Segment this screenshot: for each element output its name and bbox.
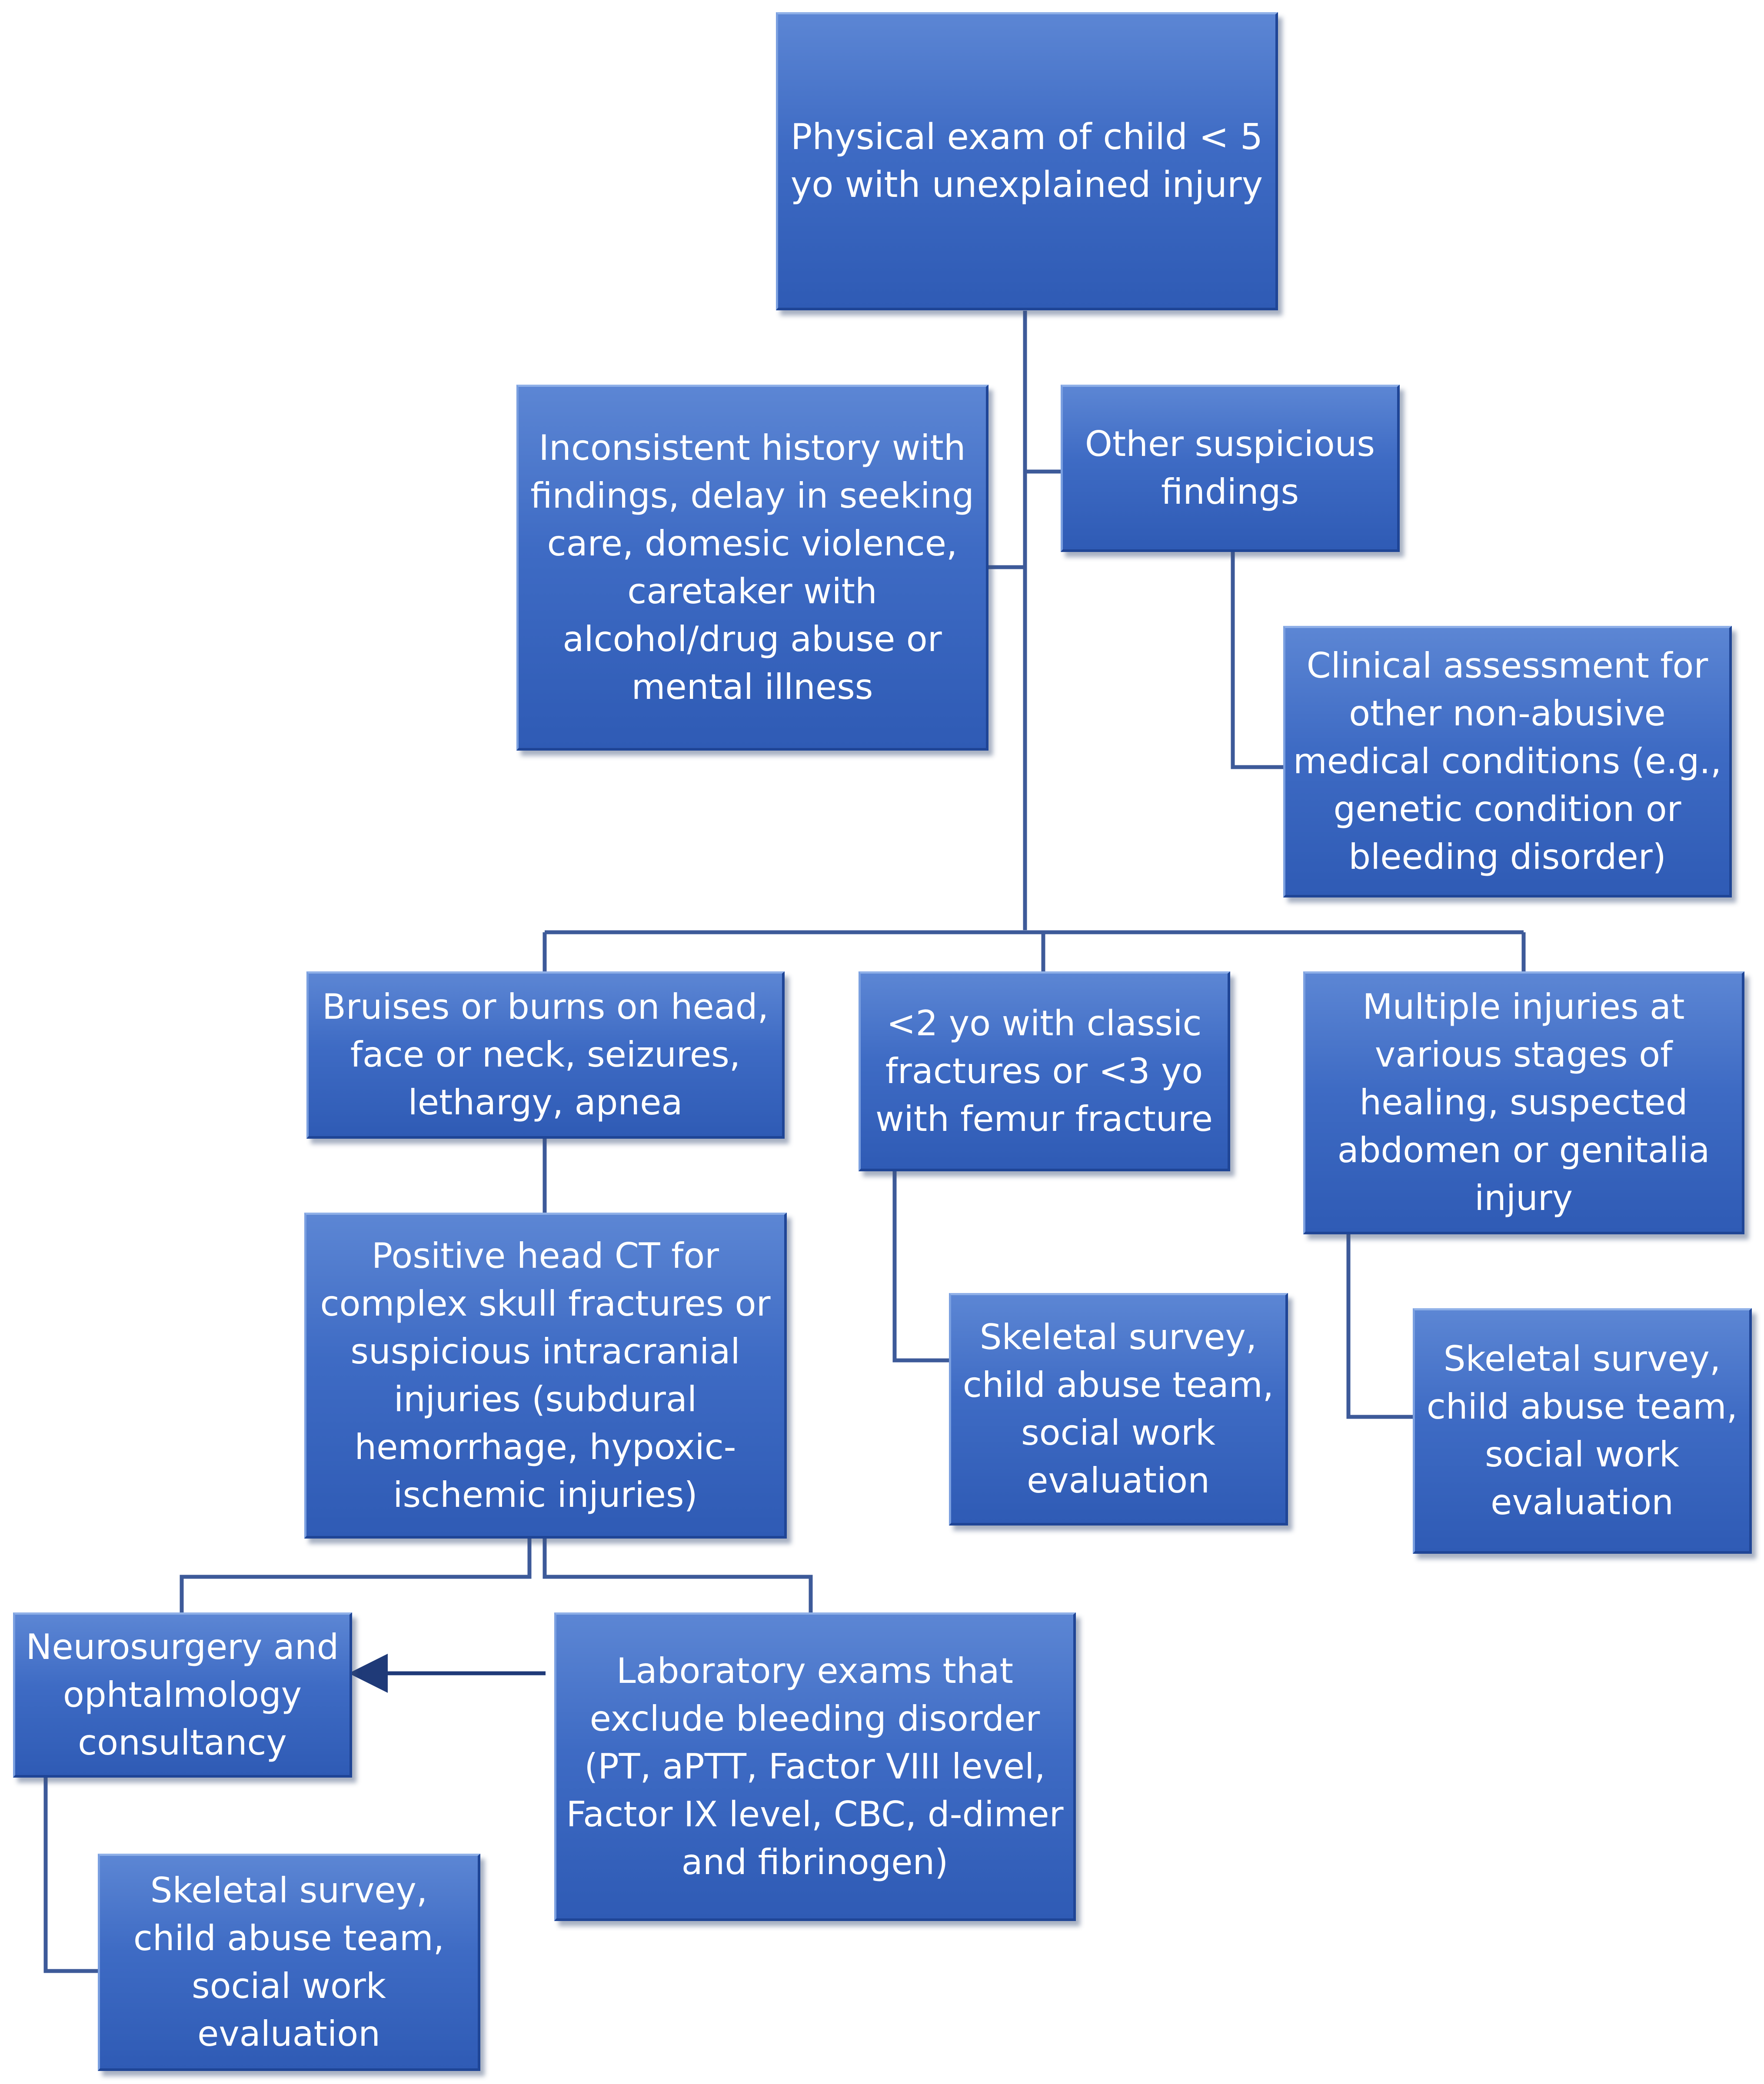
connector-headct-split xyxy=(180,1539,532,1612)
clinical-assessment-node: Clinical assessment for other non-abusiv… xyxy=(1283,626,1732,897)
fractures-label: <2 yo with classic fractures or <3 yo wi… xyxy=(875,1003,1213,1139)
bruises-node: Bruises or burns on head, face or neck, … xyxy=(306,971,785,1139)
connector-neuro-skeletal xyxy=(43,1778,98,1973)
skeletal-survey-right-label: Skeletal survey, child abuse team, socia… xyxy=(1426,1339,1738,1522)
skeletal-survey-mid-label: Skeletal survey, child abuse team, socia… xyxy=(962,1317,1274,1501)
lab-exams-label: Laboratory exams that exclude bleeding d… xyxy=(566,1650,1064,1882)
connector-multiple-skeletal xyxy=(1346,1234,1413,1419)
history-node: Inconsistent history with findings, dela… xyxy=(516,385,989,751)
fractures-node: <2 yo with classic fractures or <3 yo wi… xyxy=(859,971,1230,1171)
neurosurgery-label: Neurosurgery and ophtalmology consultanc… xyxy=(26,1626,339,1763)
root-node-label: Physical exam of child < 5 yo with unexp… xyxy=(790,116,1263,206)
bruises-label: Bruises or burns on head, face or neck, … xyxy=(322,987,769,1123)
skeletal-survey-left-node: Skeletal survey, child abuse team, socia… xyxy=(98,1854,480,2071)
other-findings-label: Other suspicious findings xyxy=(1085,424,1375,512)
connector-fractures-skeletal xyxy=(892,1171,949,1363)
head-ct-node: Positive head CT for complex skull fract… xyxy=(304,1213,787,1539)
neurosurgery-node: Neurosurgery and ophtalmology consultanc… xyxy=(13,1612,352,1778)
clinical-assessment-label: Clinical assessment for other non-abusiv… xyxy=(1293,645,1722,877)
multiple-injuries-node: Multiple injuries at various stages of h… xyxy=(1303,971,1744,1234)
history-node-label: Inconsistent history with findings, dela… xyxy=(530,427,974,707)
connector-clinical-assessment xyxy=(1231,551,1283,769)
multiple-injuries-label: Multiple injuries at various stages of h… xyxy=(1337,987,1710,1218)
head-ct-label: Positive head CT for complex skull fract… xyxy=(320,1235,771,1515)
other-findings-node: Other suspicious findings xyxy=(1061,385,1400,552)
root-node: Physical exam of child < 5 yo with unexp… xyxy=(776,12,1278,310)
skeletal-survey-right-node: Skeletal survey, child abuse team, socia… xyxy=(1413,1308,1752,1554)
skeletal-survey-left-label: Skeletal survey, child abuse team, socia… xyxy=(133,1870,445,2054)
connector-headct-lab xyxy=(543,1539,813,1612)
skeletal-survey-mid-node: Skeletal survey, child abuse team, socia… xyxy=(949,1293,1288,1526)
lab-exams-node: Laboratory exams that exclude bleeding d… xyxy=(554,1612,1076,1921)
